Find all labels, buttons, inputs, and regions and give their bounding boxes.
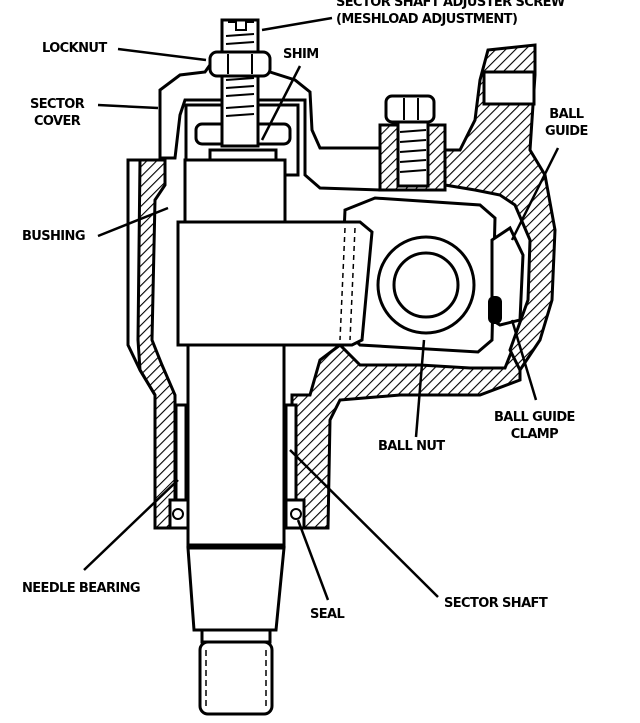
label-needle-bearing: NEEDLE BEARING <box>22 581 141 596</box>
needle-bearing-left <box>174 403 188 502</box>
sector-gear <box>176 220 374 347</box>
leader-adjuster-screw <box>261 16 333 32</box>
locknut <box>208 50 272 78</box>
label-sector-shaft: SECTOR SHAFT <box>444 596 548 611</box>
leader-lines <box>83 16 560 601</box>
ball-nut-bore-inner <box>392 251 460 319</box>
shaft-taper <box>186 546 286 632</box>
ball-guide-clamp <box>488 296 502 324</box>
pitman-boss-recess <box>482 70 536 106</box>
seal-left <box>168 498 190 530</box>
leader-sector-shaft <box>289 449 439 598</box>
leader-shim <box>260 65 302 141</box>
leader-sector-cover <box>97 103 159 110</box>
label-bushing: BUSHING <box>22 229 86 244</box>
housing-lower-right <box>290 329 522 530</box>
label-ball-guide: BALL GUIDE <box>545 107 588 139</box>
sector-shaft-upper <box>183 158 287 224</box>
leader-bushing <box>97 206 169 238</box>
leader-ball-guide <box>510 147 560 241</box>
housing-right-upper <box>427 43 557 373</box>
label-adjuster-screw: SECTOR SHAFT ADJUSTER SCREW (MESHLOAD AD… <box>336 0 565 27</box>
leader-seal <box>296 519 330 601</box>
leader-locknut <box>117 47 207 62</box>
leader-ball-nut <box>414 339 426 438</box>
screw-threads <box>225 33 255 117</box>
sector-cover <box>158 60 382 192</box>
leader-ball-guide-clamp <box>510 319 538 401</box>
bolt-head <box>384 94 436 124</box>
label-ball-guide-clamp: BALL GUIDE CLAMP <box>494 410 575 442</box>
shaft-spline-end <box>198 640 274 716</box>
sector-shaft-lower <box>186 343 286 547</box>
leader-needle-bearing <box>83 479 179 571</box>
label-ball-nut: BALL NUT <box>378 439 445 454</box>
label-sector-cover: SECTOR COVER <box>30 97 85 129</box>
gear-teeth-lines <box>339 227 356 341</box>
housing-left-wall <box>136 158 177 530</box>
label-locknut: LOCKNUT <box>42 41 107 56</box>
label-seal: SEAL <box>310 607 345 622</box>
shaft-neck <box>200 628 272 644</box>
housing-outer-contour <box>126 158 157 396</box>
adjuster-screw <box>220 18 260 148</box>
label-shim: SHIM <box>283 47 319 62</box>
